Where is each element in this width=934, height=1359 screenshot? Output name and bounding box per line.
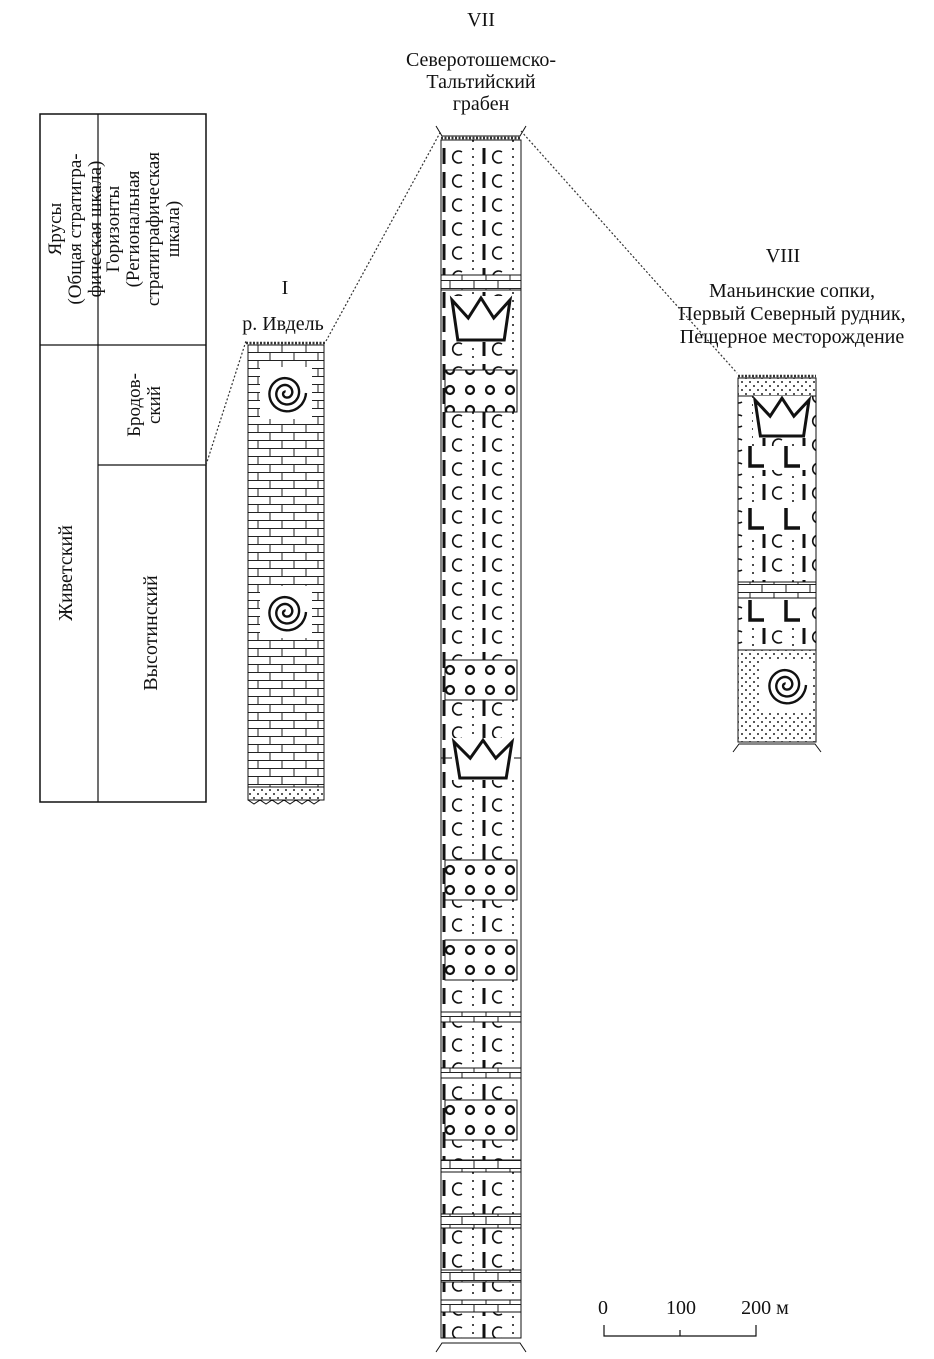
- section-viii-name: Пещерное месторождение: [680, 326, 905, 348]
- l-symbol-icon: [784, 508, 800, 530]
- section-vii-layer: [440, 1067, 522, 1079]
- horizon-upper-name: Бродов-: [124, 373, 145, 437]
- section-i-name: р. Ивдель: [242, 313, 324, 335]
- section-base-bracket: [732, 743, 822, 753]
- strat-table-frame: [39, 113, 207, 803]
- section-vii-layer: [440, 1281, 522, 1301]
- section-vii-name: Северотошемско-: [406, 49, 556, 71]
- stage-header-text: фическая шкала): [85, 161, 106, 298]
- section-vii-name: грабен: [453, 93, 510, 115]
- horizon-upper-name: ский: [144, 386, 165, 424]
- section-viii-roman: VIII: [766, 245, 800, 267]
- conglomerate-band: [444, 659, 518, 701]
- crown-fossil-icon: [752, 395, 812, 438]
- horizon-header-text: Горизонты: [103, 185, 124, 272]
- section-i-wavy-base: [247, 799, 321, 805]
- section-vii-layer: [440, 1213, 522, 1229]
- section-viii-name: Первый Северный рудник,: [678, 303, 905, 325]
- section-viii-layer: [737, 377, 817, 397]
- section-viii-name: Маньинские сопки,: [709, 280, 875, 302]
- stage-header-text: Ярусы: [45, 202, 66, 255]
- section-base-bracket: [435, 1342, 527, 1353]
- ammonite-fossil-icon: [268, 376, 308, 413]
- horizon-lower-name: Высотинский: [140, 575, 162, 691]
- section-top-bracket: [435, 125, 527, 137]
- l-symbol-ground: [744, 508, 810, 534]
- l-symbol-ground: [744, 600, 810, 626]
- l-symbol-icon: [748, 600, 764, 622]
- diagram-labels: Ярусы(Общая стратигра-фическая шкала)Гор…: [45, 9, 906, 1319]
- section-vii-layer: [440, 274, 522, 291]
- l-symbol-icon: [784, 446, 800, 468]
- l-symbol-icon: [748, 508, 764, 530]
- conglomerate-band: [444, 369, 518, 413]
- conglomerate-band: [444, 939, 518, 981]
- ammonite-fossil-icon: [268, 595, 308, 632]
- correlation-line: [325, 130, 442, 342]
- stage-name: Живетский: [55, 525, 77, 621]
- horizon-header-text: (Региональная: [123, 170, 144, 287]
- l-symbol-icon: [748, 446, 764, 468]
- section-vii-layer: [440, 1227, 522, 1271]
- conglomerate-band: [444, 859, 518, 901]
- stage-header-text: (Общая стратигра-: [65, 153, 86, 304]
- section-i-roman: I: [282, 277, 289, 299]
- section-vii-layer: [440, 139, 522, 276]
- section-vii-layer: [440, 1299, 522, 1313]
- correlation-line: [205, 340, 247, 466]
- scale-bar-label-100: 100: [666, 1297, 696, 1319]
- scale-bar-label-0: 0: [598, 1297, 608, 1319]
- section-vii-layer: [440, 1159, 522, 1173]
- section-vii-layer: [440, 1311, 522, 1339]
- diagram-shapes: [39, 113, 822, 1353]
- crown-fossil-icon: [451, 737, 515, 780]
- section-viii-layer: [737, 581, 817, 599]
- section-vii-layer: [440, 1269, 522, 1283]
- section-vii-layer: [440, 1011, 522, 1023]
- section-i-base-sand: [247, 786, 325, 801]
- conglomerate-band: [444, 1099, 518, 1141]
- section-vii-roman: VII: [467, 9, 495, 31]
- l-symbol-icon: [784, 600, 800, 622]
- ammonite-fossil-icon: [768, 668, 808, 705]
- crown-fossil-icon: [449, 295, 513, 342]
- section-vii-layer: [440, 1171, 522, 1215]
- scale-bar-label-200: 200 м: [741, 1297, 789, 1319]
- horizon-header-text: шкала): [163, 201, 184, 257]
- section-vii-layer: [440, 1021, 522, 1069]
- section-vii-name: Тальтийский: [426, 71, 536, 93]
- horizon-header-text: стратиграфическая: [143, 152, 164, 306]
- scale-bar-line: [603, 1325, 757, 1337]
